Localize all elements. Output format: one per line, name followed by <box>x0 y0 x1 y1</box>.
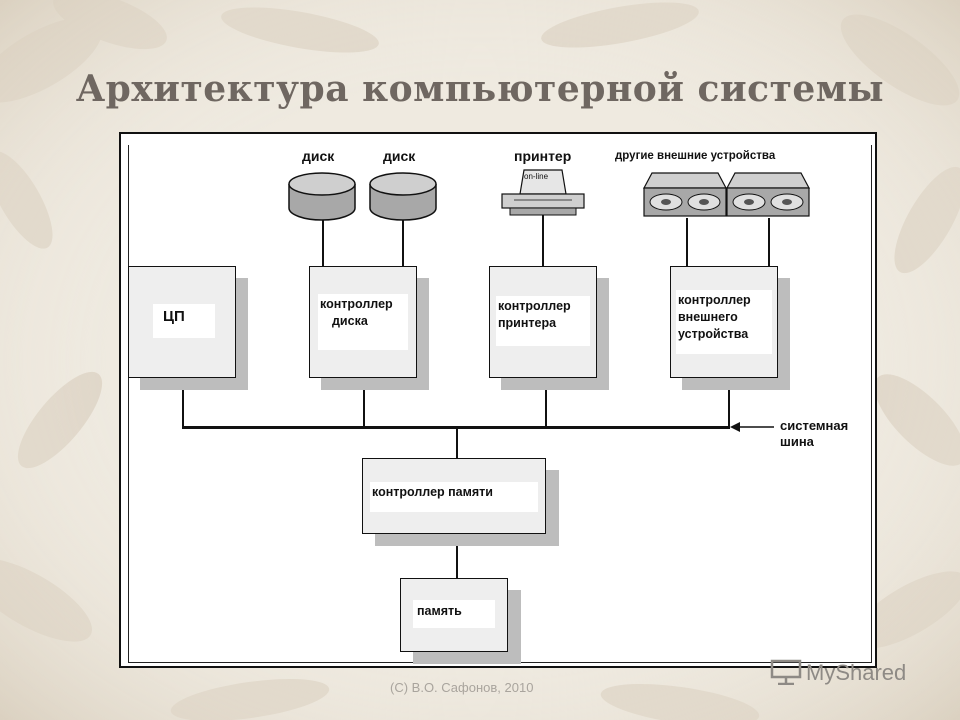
memory-controller-label: контроллер памяти <box>370 482 538 512</box>
disk1-icon <box>288 172 356 221</box>
memory-label: память <box>413 600 495 628</box>
bus-label-line1: системная <box>780 418 849 433</box>
external-device1-icon <box>643 172 727 217</box>
disk-controller-label: контроллер диска <box>318 294 408 350</box>
printer-status-panel: on-line <box>524 172 549 181</box>
printer-controller-label-line2: принтера <box>498 316 557 330</box>
disk2-icon <box>369 172 437 221</box>
watermark-text: MyShared <box>806 660 907 685</box>
wire-ext2 <box>768 218 770 268</box>
external-device2-icon <box>726 172 810 217</box>
bus-pointer-arrow-icon <box>730 422 774 432</box>
cpu-block <box>128 266 236 378</box>
disk-controller-label-line1: контроллер <box>320 297 393 311</box>
slide-footer: (С) В.О. Сафонов, 2010 <box>390 680 534 695</box>
printer-controller-label: контроллер принтера <box>496 296 590 346</box>
wire-ext1 <box>686 218 688 268</box>
wire-disk1 <box>322 220 324 268</box>
slide-title: Архитектура компьютерной системы <box>75 68 885 110</box>
ext-controller-label-line1: контроллер <box>678 293 751 307</box>
bus-label: системная шина <box>780 418 848 450</box>
bus-label-line2: шина <box>780 434 814 449</box>
cropped-top-strip <box>122 134 874 145</box>
wire-printer <box>542 214 544 268</box>
disk2-label: диск <box>383 148 416 164</box>
printer-icon <box>501 169 585 216</box>
ext-controller-label-line2: внешнего <box>678 310 738 324</box>
system-bus-line <box>182 426 730 429</box>
cpu-label: ЦП <box>153 304 215 338</box>
printer-controller-label-line1: контроллер <box>498 299 571 313</box>
other-devices-label: другие внешние устройства <box>615 150 776 162</box>
wire-diskctrl-bus <box>363 376 365 428</box>
cpu-label-text: ЦП <box>163 308 185 325</box>
disk-controller-label-line2: диска <box>332 314 368 328</box>
disk1-label: диск <box>302 148 335 164</box>
wire-bus-memctrl <box>456 428 458 458</box>
wire-cpu-bus <box>182 376 184 428</box>
wire-disk2 <box>402 220 404 268</box>
ext-controller-label-line3: устройства <box>678 327 749 341</box>
presentation-icon <box>770 659 802 685</box>
printer-label: принтер <box>514 148 572 164</box>
wire-extctrl-bus <box>728 376 730 428</box>
memory-label-text: память <box>417 604 462 618</box>
memory-controller-label-text: контроллер памяти <box>372 485 493 499</box>
wire-printerctrl-bus <box>545 376 547 428</box>
ext-controller-label: контроллер внешнего устройства <box>676 290 772 354</box>
wire-memctrl-memory <box>456 534 458 578</box>
